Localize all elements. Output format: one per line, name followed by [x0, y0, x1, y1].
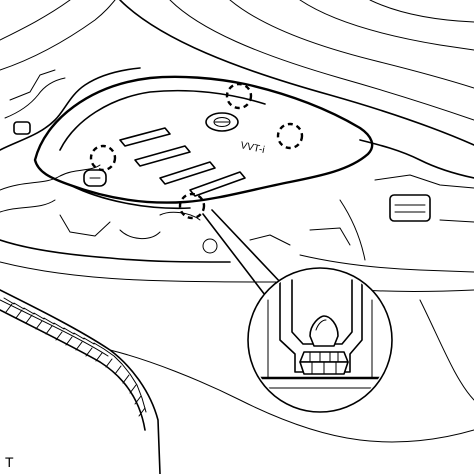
clip-callout-3 [89, 144, 117, 172]
detail-leader [202, 209, 283, 296]
engine-bay-right [249, 139, 474, 292]
callout-markers [89, 82, 304, 220]
clip-callout-2 [276, 122, 304, 150]
engine-bay-left [0, 67, 301, 283]
clip-callout-1 [225, 82, 253, 110]
figure-code-label: T [5, 454, 14, 470]
bumper-grille [0, 289, 474, 474]
hood-underside [0, 0, 474, 146]
detail-magnifier [247, 267, 393, 413]
engine-cover: VVT-i [33, 75, 374, 210]
engine-cover-emblem-text: VVT-i [239, 140, 265, 156]
clip-callout-4 [178, 192, 206, 220]
